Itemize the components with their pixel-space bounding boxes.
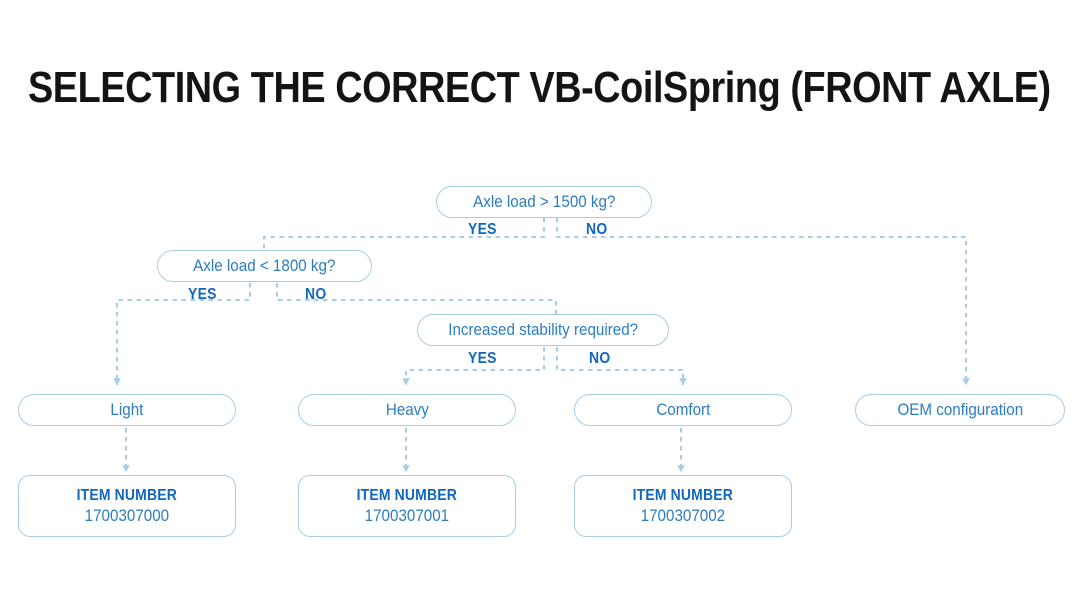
decision-node-increased-stability[interactable]: Increased stability required? <box>417 314 669 346</box>
result-node-comfort-label: Comfort <box>656 400 710 419</box>
result-node-heavy[interactable]: Heavy <box>298 394 516 426</box>
result-node-light-label: Light <box>110 400 144 419</box>
item-number-box-3-value: 1700307002 <box>640 506 726 525</box>
item-number-box-2-title: ITEM NUMBER <box>356 486 458 504</box>
result-node-oem-configuration[interactable]: OEM configuration <box>855 394 1065 426</box>
decision-node-axle-load-1800[interactable]: Axle load < 1800 kg? <box>157 250 372 282</box>
decision-node-axle-load-1800-label: Axle load < 1800 kg? <box>193 256 336 275</box>
decision1-no-label: NO <box>586 221 608 238</box>
item-number-box-3[interactable]: ITEM NUMBER 1700307002 <box>574 475 792 537</box>
item-number-box-1-value: 1700307000 <box>84 506 170 525</box>
decision-node-axle-load-1500-label: Axle load > 1500 kg? <box>472 192 616 211</box>
wire-d1-yes <box>262 218 546 250</box>
wire-d2-yes <box>113 283 252 386</box>
decision2-no-label: NO <box>305 286 327 303</box>
wire-d1-no <box>555 218 970 386</box>
decision-node-axle-load-1500[interactable]: Axle load > 1500 kg? <box>436 186 652 218</box>
decision2-yes-label: YES <box>188 286 217 303</box>
item-number-box-2-value: 1700307001 <box>364 506 450 525</box>
item-number-box-1[interactable]: ITEM NUMBER 1700307000 <box>18 475 236 537</box>
item-number-box-2[interactable]: ITEM NUMBER 1700307001 <box>298 475 516 537</box>
result-node-heavy-label: Heavy <box>385 400 429 419</box>
page-title: SELECTING THE CORRECT VB-CoilSpring (FRO… <box>28 63 1051 112</box>
decision3-yes-label: YES <box>468 350 497 367</box>
decision3-no-label: NO <box>589 350 611 367</box>
result-node-oem-configuration-label: OEM configuration <box>897 400 1023 419</box>
wire-d2-no <box>275 283 558 314</box>
wire-d3-yes <box>402 347 546 386</box>
result-node-light[interactable]: Light <box>18 394 236 426</box>
wire-d3-no <box>555 347 687 386</box>
decision-node-increased-stability-label: Increased stability required? <box>448 320 638 339</box>
item-number-box-3-title: ITEM NUMBER <box>632 486 734 504</box>
decision1-yes-label: YES <box>468 221 497 238</box>
item-number-box-1-title: ITEM NUMBER <box>76 486 178 504</box>
result-node-comfort[interactable]: Comfort <box>574 394 792 426</box>
